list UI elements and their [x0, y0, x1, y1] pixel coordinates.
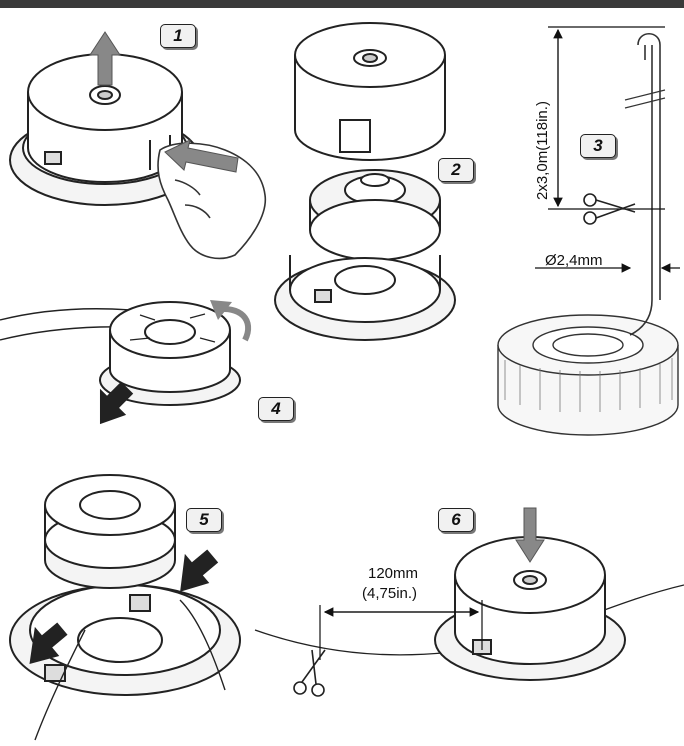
rotate-arrow-icon — [210, 300, 252, 342]
step-3-badge: 3 — [580, 134, 616, 158]
step3-line — [624, 32, 666, 336]
step-4-badge: 4 — [258, 397, 294, 421]
arrow-down-left-icon — [29, 549, 219, 665]
arrow-right-icon — [99, 381, 134, 425]
step-2-badge: 2 — [438, 158, 474, 182]
line-diameter-label: Ø2,4mm — [545, 252, 603, 269]
cut-length-in-label: (4,75in.) — [362, 585, 418, 602]
step6-dimension-lines — [319, 600, 483, 660]
arrow-left-icon — [164, 139, 239, 173]
step6-finished-head — [254, 536, 684, 681]
step-5-badge: 5 — [186, 508, 222, 532]
step3-dimension-lines — [535, 26, 680, 273]
step5-inserting-spool — [9, 474, 241, 741]
arrow-up-icon — [89, 31, 121, 86]
header-bar — [0, 0, 684, 8]
line-length-label: 2x3,0m(118in.) — [534, 101, 551, 200]
step3-line-coil — [497, 314, 679, 436]
step-1-badge: 1 — [160, 24, 196, 48]
arrow-down-icon — [515, 507, 545, 563]
step-6-badge: 6 — [438, 508, 474, 532]
hand-icon — [157, 142, 267, 260]
scissors-icon — [293, 649, 326, 697]
step4-winding-spool — [0, 301, 241, 406]
scissors-icon — [583, 193, 636, 225]
step2-exploded-head — [274, 22, 456, 341]
cut-length-mm-label: 120mm — [368, 565, 419, 582]
